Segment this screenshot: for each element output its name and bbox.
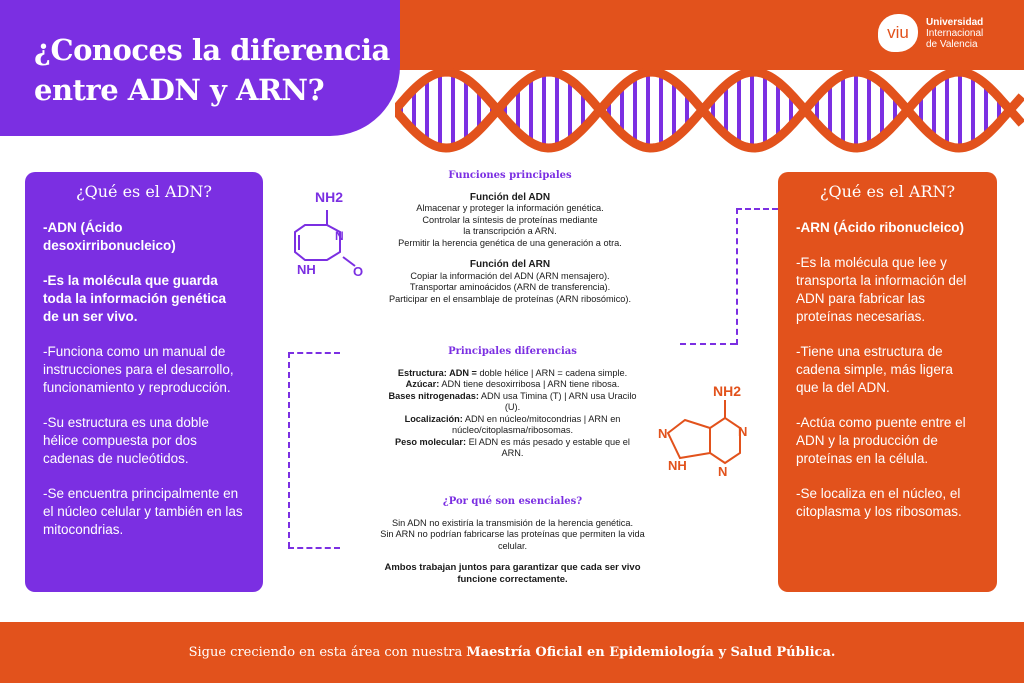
dashed-connector [736, 208, 778, 345]
logo-line: Universidad [926, 16, 984, 28]
difference-row: Bases nitrogenadas: ADN usa Timina (T) |… [388, 390, 637, 413]
svg-text:N: N [658, 426, 667, 441]
arn-item: -Actúa como puente entre el ADN y la pro… [796, 415, 966, 466]
svg-text:NH: NH [297, 262, 316, 277]
footer-banner: Sigue creciendo en esta área con nuestra… [0, 622, 1024, 683]
logo-line: Internacional [926, 27, 984, 39]
adn-item: -Su estructura es una doble hélice compu… [43, 415, 209, 466]
text-line: Permitir la herencia genética de una gen… [398, 237, 622, 248]
text-line: la transcripción a ARN. [463, 226, 557, 236]
svg-text:N: N [718, 464, 727, 479]
helix-strand [395, 67, 1024, 153]
svg-text:N: N [738, 424, 747, 439]
page-title: ¿Conoces la diferencia entre ADN y ARN? [34, 33, 390, 107]
text-line: Sin ARN no podrían fabricarse las proteí… [380, 529, 645, 551]
esenciales-section: ¿Por qué son esenciales? Sin ADN no exis… [375, 496, 650, 585]
adn-item: -Funciona como un manual de instruccione… [43, 344, 234, 395]
text-line: Almacenar y proteger la información gené… [416, 203, 604, 213]
title-box: ¿Conoces la diferencia entre ADN y ARN? [0, 0, 400, 136]
difference-row: Peso molecular: El ADN es más pesado y e… [395, 436, 630, 459]
difference-row: Azúcar: ADN tiene desoxirribosa | ARN ti… [405, 379, 620, 389]
cytosine-molecule-icon: NH2 N NH O [294, 189, 363, 279]
svg-text:NH2: NH2 [315, 189, 343, 205]
dna-helix-illustration [395, 67, 1024, 153]
diferencias-section: Principales diferencias Estructura: ADN … [385, 346, 640, 460]
funciones-heading: Funciones principales [448, 170, 572, 181]
adn-heading: ¿Qué es el ADN? [76, 182, 212, 201]
footer-text: Sigue creciendo en esta área con nuestra [188, 645, 463, 660]
adn-item: -Es la molécula que guarda toda la infor… [43, 273, 227, 324]
dashed-connector [288, 352, 340, 548]
svg-text:NH: NH [668, 458, 687, 473]
adn-item: -Se encuentra principalmente en el núcle… [43, 486, 243, 537]
text-line: Sin ADN no existiría la transmisión de l… [391, 517, 634, 528]
adn-function-title: Función del ADN [469, 191, 551, 203]
logo-mark: viu [878, 14, 918, 52]
adn-card: ¿Qué es el ADN? -ADN (Ácido desoxirribon… [25, 172, 263, 592]
svg-text:N: N [335, 229, 344, 243]
svg-text:O: O [353, 264, 363, 279]
arn-item: -ARN (Ácido ribonucleico) [796, 220, 964, 235]
arn-item: -Es la molécula que lee y transporta la … [796, 255, 967, 324]
footer-program-link[interactable]: Maestría Oficial en Epidemiología y Salu… [466, 645, 836, 660]
svg-text:NH2: NH2 [713, 383, 741, 399]
adenine-molecule-icon: NH2 N N NH N [658, 383, 747, 479]
difference-row: Localización: ADN en núcleo/mitocondrias… [404, 413, 621, 436]
arn-heading: ¿Qué es el ARN? [819, 182, 956, 201]
arn-card: ¿Qué es el ARN? -ARN (Ácido ribonucleico… [778, 172, 997, 592]
text-line: Controlar la síntesis de proteínas media… [422, 214, 598, 225]
difference-row: Estructura: ADN = doble hélice | ARN = c… [397, 367, 628, 378]
text-line: Participar en el ensamblaje de proteínas… [388, 293, 632, 304]
adn-item: -ADN (Ácido desoxirribonucleico) [43, 220, 176, 253]
dashed-connector [680, 208, 736, 345]
diferencias-heading: Principales diferencias [448, 346, 577, 357]
arn-item: -Se localiza en el núcleo, el citoplasma… [796, 486, 962, 519]
esenciales-heading: ¿Por qué son esenciales? [442, 496, 583, 507]
text-line: Copiar la información del ADN (ARN mensa… [410, 270, 610, 281]
arn-item: -Tiene una estructura de cadena simple, … [796, 344, 953, 395]
funciones-section: Funciones principales Función del ADN Al… [345, 170, 675, 305]
dashed-connector [288, 547, 340, 549]
conclusion: Ambos trabajan juntos para garantizar qu… [384, 562, 641, 585]
logo-line: de Valencia [926, 38, 978, 50]
arn-function-title: Función del ARN [469, 259, 551, 270]
text-line: Transportar aminoácidos (ARN de transfer… [409, 282, 611, 292]
